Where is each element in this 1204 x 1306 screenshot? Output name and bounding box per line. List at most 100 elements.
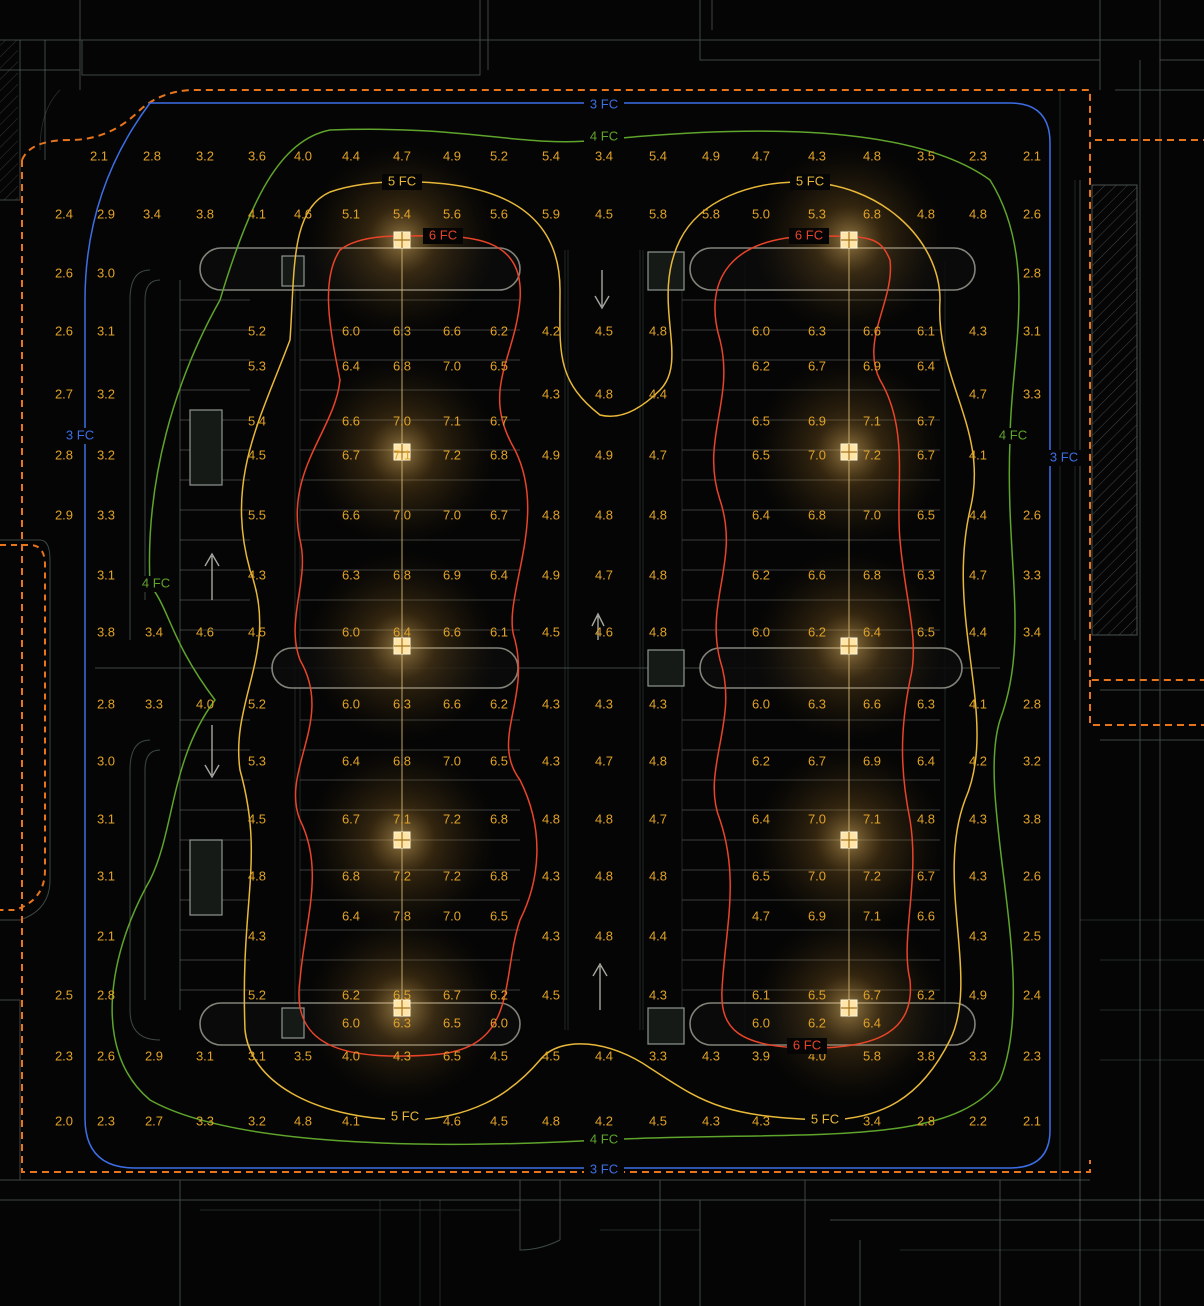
footcandle-value: 6.9 xyxy=(808,908,826,923)
footcandle-value: 6.1 xyxy=(752,987,770,1002)
contour-label: 3 FC xyxy=(590,96,618,111)
footcandle-value: 4.7 xyxy=(595,567,613,582)
footcandle-value: 4.3 xyxy=(393,1048,411,1063)
footcandle-value: 5.4 xyxy=(649,148,667,163)
property-line xyxy=(21,89,1204,1173)
footcandle-value: 2.2 xyxy=(969,1113,987,1128)
footcandle-value: 5.4 xyxy=(542,148,560,163)
footcandle-value: 6.8 xyxy=(393,753,411,768)
planter xyxy=(647,1007,685,1045)
footcandle-value: 3.4 xyxy=(145,624,163,639)
footcandle-value: 6.7 xyxy=(808,358,826,373)
footcandle-value: 6.0 xyxy=(342,624,360,639)
footcandle-value: 2.3 xyxy=(55,1048,73,1063)
footcandle-value: 6.3 xyxy=(393,323,411,338)
footcandle-value: 6.6 xyxy=(443,323,461,338)
light-fixture-icon xyxy=(393,999,411,1017)
footcandle-value: 3.1 xyxy=(248,1048,266,1063)
footcandle-value: 3.0 xyxy=(97,265,115,280)
footcandle-value: 4.4 xyxy=(595,1048,613,1063)
footcandle-value: 6.5 xyxy=(490,908,508,923)
footcandle-value: 2.4 xyxy=(55,206,73,221)
footcandle-value: 4.4 xyxy=(649,386,667,401)
contour-label-bg xyxy=(1044,450,1084,466)
footcandle-value: 2.7 xyxy=(145,1113,163,1128)
footcandle-value: 4.8 xyxy=(595,928,613,943)
footcandle-value: 2.6 xyxy=(1023,868,1041,883)
footcandle-value: 7.2 xyxy=(443,811,461,826)
footcandle-value: 6.8 xyxy=(342,868,360,883)
footcandle-value: 3.3 xyxy=(196,1113,214,1128)
footcandle-value: 3.1 xyxy=(1023,323,1041,338)
footcandle-value: 6.7 xyxy=(917,413,935,428)
footcandle-value: 5.9 xyxy=(542,206,560,221)
footcandle-value: 4.8 xyxy=(542,507,560,522)
footcandle-value: 3.2 xyxy=(97,447,115,462)
footcandle-value: 7.1 xyxy=(393,811,411,826)
footcandle-value: 6.0 xyxy=(342,323,360,338)
footcandle-value: 7.1 xyxy=(393,447,411,462)
footcandle-value: 6.4 xyxy=(342,908,360,923)
footcandle-value: 6.7 xyxy=(443,987,461,1002)
footcandle-value: 3.2 xyxy=(248,1113,266,1128)
light-fixture-icon xyxy=(840,443,858,461)
footcandle-value: 4.8 xyxy=(248,868,266,883)
traffic-arrow-down xyxy=(204,725,220,779)
footcandle-value: 4.8 xyxy=(649,567,667,582)
footcandle-value: 4.4 xyxy=(342,148,360,163)
contour-label: 3 FC xyxy=(1050,449,1078,464)
footcandle-value: 2.9 xyxy=(145,1048,163,1063)
footcandle-value: 4.8 xyxy=(649,753,667,768)
footcandle-value: 2.4 xyxy=(1023,987,1041,1002)
contour-label-bg xyxy=(136,576,176,592)
footcandle-value: 4.6 xyxy=(443,1113,461,1128)
footcandle-value: 6.9 xyxy=(863,358,881,373)
footcandle-value: 4.3 xyxy=(649,696,667,711)
footcandle-value: 3.2 xyxy=(196,148,214,163)
footcandle-value: 2.3 xyxy=(969,148,987,163)
light-fixture-icon xyxy=(840,637,858,655)
footcandle-value: 6.3 xyxy=(393,1015,411,1030)
footcandle-value: 6.6 xyxy=(917,908,935,923)
light-fixture-icon xyxy=(393,443,411,461)
footcandle-value: 2.9 xyxy=(97,206,115,221)
footcandle-value: 6.6 xyxy=(342,507,360,522)
footcandle-value: 6.4 xyxy=(863,624,881,639)
footcandle-value: 6.9 xyxy=(808,413,826,428)
footcandle-value: 4.3 xyxy=(969,868,987,883)
footcandle-value: 4.8 xyxy=(542,811,560,826)
footcandle-value: 3.8 xyxy=(917,1048,935,1063)
footcandle-value: 2.7 xyxy=(55,386,73,401)
footcandle-value: 4.8 xyxy=(649,624,667,639)
footcandle-value: 7.0 xyxy=(443,908,461,923)
contour-label-bg xyxy=(584,97,624,113)
footcandle-value: 6.2 xyxy=(808,624,826,639)
footcandle-value: 6.3 xyxy=(342,567,360,582)
footcandle-value: 3.4 xyxy=(143,206,161,221)
footcandle-value: 4.3 xyxy=(542,696,560,711)
footcandle-value: 6.7 xyxy=(808,753,826,768)
footcandle-value: 4.9 xyxy=(595,447,613,462)
footcandle-value: 6.8 xyxy=(393,567,411,582)
footcandle-value: 7.0 xyxy=(443,753,461,768)
footcandle-value: 6.7 xyxy=(490,507,508,522)
footcandle-value: 6.4 xyxy=(863,1015,881,1030)
contour-label: 4 FC xyxy=(590,128,618,143)
footcandle-value: 5.0 xyxy=(752,206,770,221)
footcandle-value: 2.6 xyxy=(1023,507,1041,522)
footcandle-value: 6.3 xyxy=(917,567,935,582)
footcandle-value: 4.7 xyxy=(969,386,987,401)
footcandle-value: 7.2 xyxy=(393,868,411,883)
contour-label-bg xyxy=(423,228,463,244)
footcandle-value: 4.8 xyxy=(294,1113,312,1128)
footcandle-value: 5.3 xyxy=(248,753,266,768)
footcandle-value: 5.2 xyxy=(248,987,266,1002)
footcandle-value: 6.8 xyxy=(490,811,508,826)
footcandle-value: 3.4 xyxy=(595,148,613,163)
footcandle-value: 7.1 xyxy=(863,908,881,923)
footcandle-value: 2.8 xyxy=(97,696,115,711)
footcandle-value: 6.6 xyxy=(863,323,881,338)
footcandle-value: 4.4 xyxy=(969,624,987,639)
contour-label: 4 FC xyxy=(142,575,170,590)
